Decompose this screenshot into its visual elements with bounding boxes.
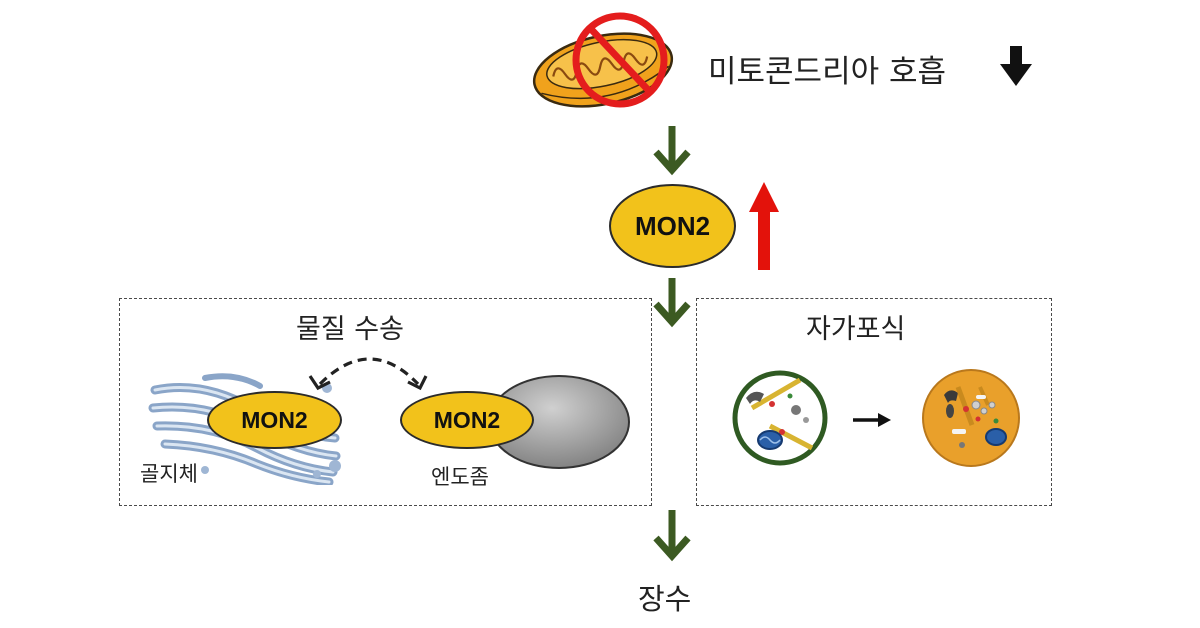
endosome-label: 엔도좀 — [431, 465, 489, 489]
autolysosome-icon — [922, 369, 1020, 467]
mitochondria-respiration-label: 미토콘드리아 호흡 — [708, 54, 947, 90]
mon2-endosome-protein: MON2 — [400, 391, 534, 449]
flow-arrow-1 — [653, 126, 691, 176]
mitochondria-blocked-icon — [532, 12, 674, 108]
flow-arrow-3 — [653, 510, 691, 562]
golgi-label: 골지체 — [140, 462, 198, 486]
material-transport-box — [119, 298, 652, 506]
transport-cycle-arrow — [308, 357, 428, 391]
flow-arrow-2 — [653, 278, 691, 328]
mon2-golgi-protein: MON2 — [207, 391, 342, 449]
transport-box-title: 물질 수송 — [296, 314, 404, 345]
respiration-decrease-arrow — [1000, 46, 1032, 86]
longevity-label: 장수 — [638, 582, 692, 616]
mon2-increase-arrow — [749, 182, 779, 270]
autophagy-box — [696, 298, 1052, 506]
autophagosome-icon — [732, 370, 828, 466]
autophagy-progress-arrow — [853, 413, 891, 427]
autophagy-box-title: 자가포식 — [806, 314, 906, 345]
mon2-center-protein: MON2 — [609, 184, 736, 268]
